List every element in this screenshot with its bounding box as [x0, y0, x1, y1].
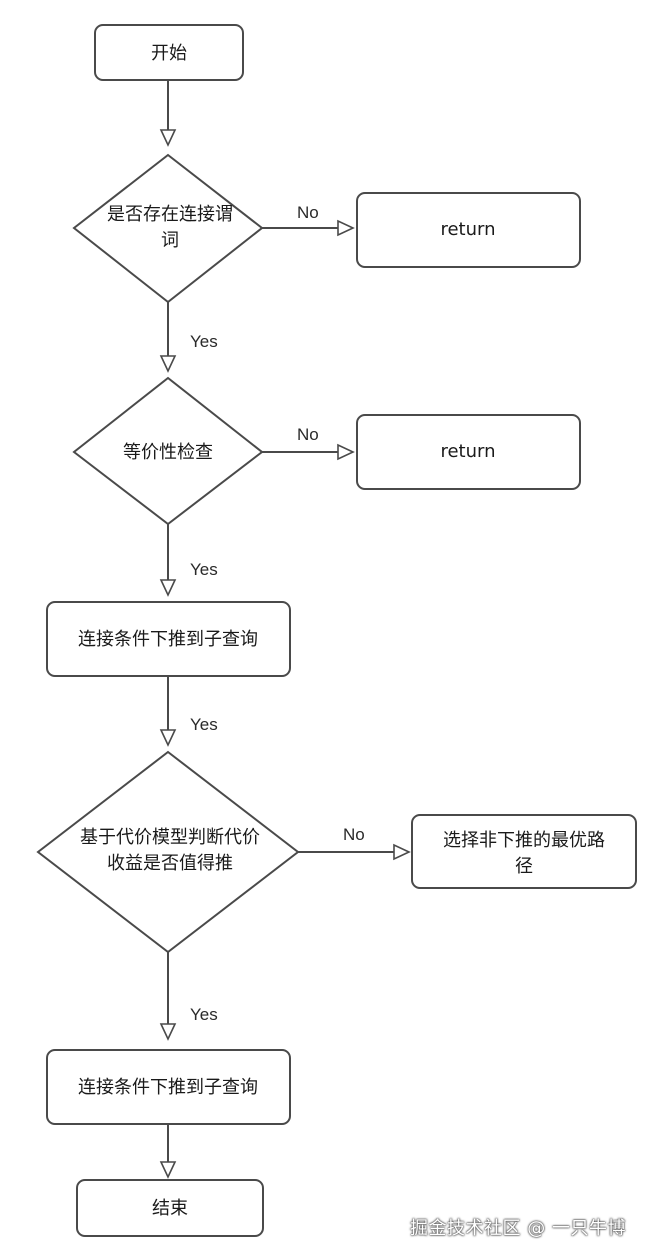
start-node: 开始: [94, 24, 244, 81]
end-node: 结束: [76, 1179, 264, 1237]
label-d2-yes: Yes: [190, 560, 218, 579]
return-node-2: return: [356, 414, 581, 490]
label-d1-no: No: [297, 203, 319, 222]
return-node-1-label: return: [440, 219, 495, 240]
arrow-d3-no: [393, 843, 411, 861]
decision-has-join-predicate-line2: 词: [161, 230, 179, 251]
label-d1-yes: Yes: [190, 332, 218, 351]
decision-equivalence-check-label: 等价性检查: [123, 442, 213, 463]
label-d3-yes: Yes: [190, 1005, 218, 1024]
arrow-p2-to-end: [159, 1161, 177, 1179]
arrow-p1-to-d3: [159, 729, 177, 747]
decision-has-join-predicate: 是否存在连接谓 词: [72, 153, 264, 304]
decision-cost-benefit-line1: 基于代价模型判断代价: [80, 827, 260, 848]
arrow-start-to-d1: [159, 129, 177, 147]
arrow-d1-no: [337, 219, 355, 237]
watermark: 掘金技术社区 @ 一只牛博: [410, 1218, 626, 1239]
label-p1-yes: Yes: [190, 715, 218, 734]
decision-cost-benefit-line2: 收益是否值得推: [107, 853, 233, 874]
arrow-d2-yes: [159, 579, 177, 597]
return-node-1: return: [356, 192, 581, 268]
decision-cost-benefit: 基于代价模型判断代价 收益是否值得推: [36, 750, 300, 954]
process-push-down-1: 连接条件下推到子查询: [46, 601, 291, 677]
process-push-down-2-label: 连接条件下推到子查询: [78, 1077, 258, 1098]
end-label: 结束: [152, 1198, 188, 1219]
arrow-d2-no: [337, 443, 355, 461]
return-node-2-label: return: [440, 441, 495, 462]
decision-has-join-predicate-line1: 是否存在连接谓: [107, 204, 233, 225]
process-push-down-2: 连接条件下推到子查询: [46, 1049, 291, 1125]
decision-equivalence-check: 等价性检查: [72, 376, 264, 526]
alternative-path-line1: 选择非下推的最优路: [443, 830, 605, 851]
label-d3-no: No: [343, 825, 365, 844]
arrow-d3-yes: [159, 1023, 177, 1041]
alternative-path-node: 选择非下推的最优路 径: [411, 814, 637, 889]
arrow-d1-yes: [159, 355, 177, 373]
process-push-down-1-label: 连接条件下推到子查询: [78, 629, 258, 650]
alternative-path-line2: 径: [515, 856, 533, 877]
start-label: 开始: [151, 43, 187, 64]
label-d2-no: No: [297, 425, 319, 444]
